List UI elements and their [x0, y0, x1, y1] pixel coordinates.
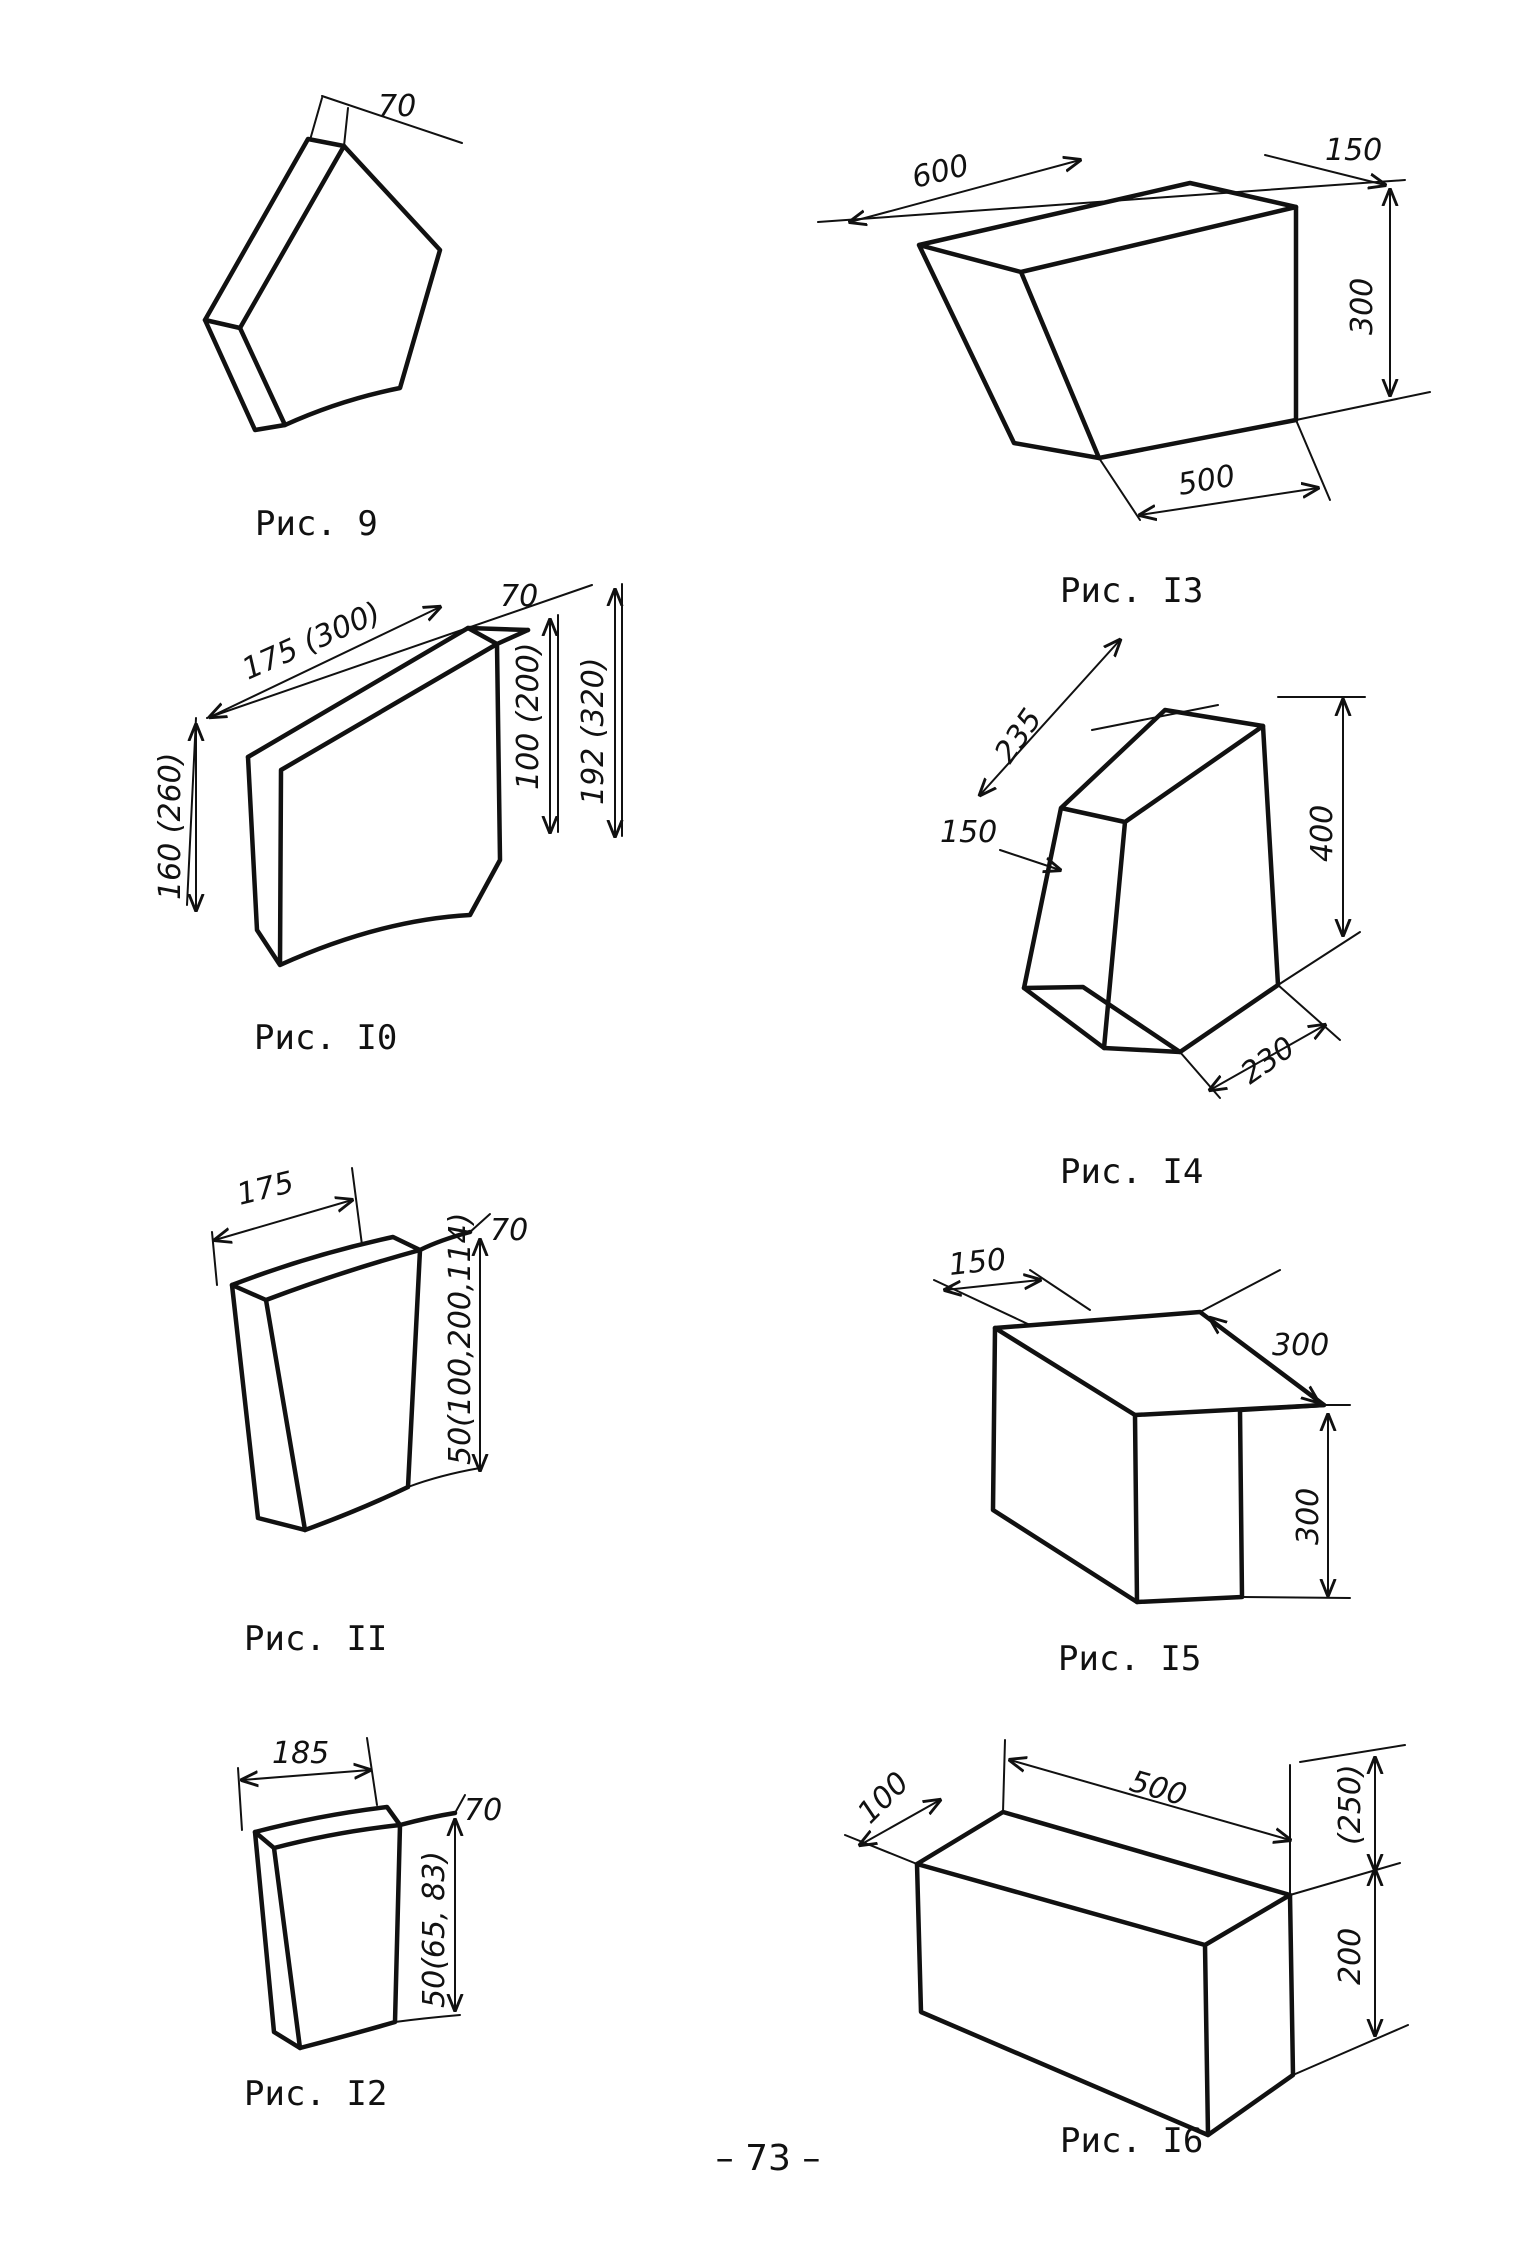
figure-10: 175 (300) 70 160 (260) 100 (200) 192 (32…	[153, 579, 622, 1058]
figure-13-caption: Рис. I3	[1060, 571, 1203, 611]
figure-13-dim-height: 300	[1345, 278, 1380, 335]
figure-13-dim-top-length: 600	[908, 148, 972, 196]
figure-13-dim-depth: 150	[1325, 133, 1382, 168]
figure-10-dim-right-height: 192 (320)	[576, 658, 611, 805]
figure-14-dim-bottom: 230	[1235, 1030, 1302, 1092]
figure-16-dim-depth: 100	[851, 1765, 916, 1830]
figure-13-dim-bottom-length: 500	[1175, 458, 1237, 502]
figure-12: 185 70 50(65, 83) Рис. I2	[237, 1736, 502, 2114]
figure-16-dim-alt-height: (250)	[1333, 1764, 1368, 1845]
figure-9: 70 Рис. 9	[202, 89, 463, 544]
figure-9-dim-thickness: 70	[378, 89, 416, 124]
figure-14: 235 150 400 230 Рис. I4	[940, 640, 1366, 1192]
figure-16-dim-length: 500	[1126, 1764, 1191, 1813]
figure-10-dim-length: 175 (300)	[237, 595, 386, 687]
figure-15-caption: Рис. I5	[1058, 1639, 1201, 1679]
figure-10-dim-left-height: 160 (260)	[153, 753, 188, 900]
figure-14-caption: Рис. I4	[1060, 1152, 1203, 1192]
figure-16-drawing	[844, 1739, 1409, 2138]
figure-13: 600 150 300 500 Рис. I3	[817, 133, 1431, 611]
figure-13-drawing	[817, 154, 1431, 520]
figure-12-dim-thickness: 70	[464, 1793, 502, 1828]
figure-16: 100 500 (250) 200 Рис. I6	[844, 1739, 1409, 2161]
figure-15-dim-depth: 300	[1272, 1328, 1329, 1363]
figure-12-dim-height: 50(65, 83)	[417, 1851, 452, 2008]
figure-14-dim-top: 235	[988, 703, 1050, 770]
figure-10-dim-mid-height: 100 (200)	[511, 643, 546, 790]
figure-10-caption: Рис. I0	[254, 1018, 397, 1058]
figure-15-dim-width: 150	[947, 1242, 1008, 1283]
figure-11: 175 70 50(100,200,114) Рис. II	[212, 1165, 528, 1659]
figure-12-dim-width: 185	[272, 1736, 329, 1771]
figure-16-caption: Рис. I6	[1060, 2121, 1203, 2161]
figure-14-drawing	[980, 640, 1366, 1099]
figure-11-dim-thickness: 70	[490, 1213, 528, 1248]
figure-10-dim-thickness: 70	[500, 579, 538, 614]
figure-11-dim-width: 175	[233, 1165, 297, 1213]
figure-11-dim-height: 50(100,200,114)	[443, 1213, 478, 1465]
figure-15: 150 300 300 Рис. I5	[933, 1242, 1351, 1679]
figure-11-caption: Рис. II	[244, 1619, 387, 1659]
figure-9-drawing	[202, 95, 463, 433]
figure-9-caption: Рис. 9	[255, 504, 378, 544]
page-number: – 73 –	[716, 2138, 821, 2179]
figure-16-dim-height: 200	[1333, 1928, 1368, 1985]
figure-12-caption: Рис. I2	[244, 2074, 387, 2114]
figure-14-dim-thickness: 150	[940, 815, 997, 850]
figure-12-drawing	[237, 1737, 466, 2051]
figure-14-dim-height: 400	[1305, 805, 1340, 862]
figure-15-drawing	[933, 1269, 1351, 1605]
figure-11-drawing	[212, 1167, 491, 1533]
figure-10-drawing	[186, 583, 622, 968]
figure-15-dim-height: 300	[1291, 1488, 1326, 1545]
